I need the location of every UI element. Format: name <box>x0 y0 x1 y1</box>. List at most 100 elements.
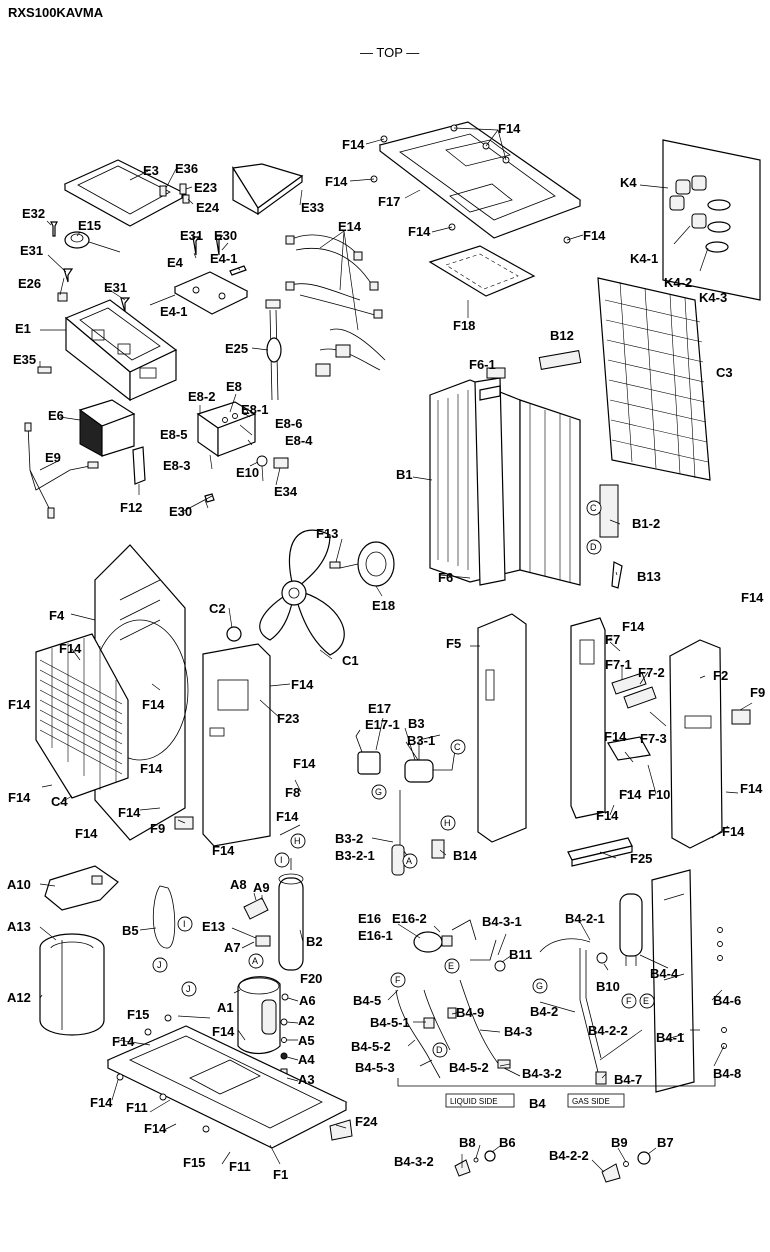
mark-a <box>248 953 264 969</box>
callout-b4-5-2: B4-5-2 <box>449 1060 489 1075</box>
callout-e34: E34 <box>274 484 298 499</box>
mark-e2 <box>639 993 655 1009</box>
callout-e4-1: E4-1 <box>210 251 237 266</box>
callout-e32: E32 <box>22 206 45 221</box>
connector-marks: C D G C H H I I J A J A F E G F E D <box>152 500 655 1058</box>
callout-e3: E3 <box>143 163 159 178</box>
a8-terminal-cover <box>243 897 269 920</box>
callout-e31: E31 <box>104 280 127 295</box>
callout-f18: F18 <box>453 318 475 333</box>
mark-d <box>586 539 602 555</box>
b2-accumulator <box>278 858 304 971</box>
mark-c-label: C <box>590 503 597 513</box>
callout-f14: F14 <box>90 1095 113 1110</box>
f9-handle-right <box>731 709 751 725</box>
c1-fan-propeller <box>259 529 345 656</box>
mark-i-label: I <box>280 855 283 865</box>
a2-grommet <box>280 1018 288 1026</box>
callout-b4-5-1: B4-5-1 <box>370 1015 410 1030</box>
mark-f-label: F <box>395 975 401 985</box>
e32-screw <box>50 221 58 237</box>
liquid-side-box <box>445 1093 515 1108</box>
e26-clip <box>57 292 68 302</box>
callout-f14: F14 <box>291 677 314 692</box>
callout-e8-5: E8-5 <box>160 427 187 442</box>
callout-labels: F14 F14 E3 E36 E23 E24 E33 F14 F17 K4 E3… <box>7 121 765 1182</box>
callout-f2: F2 <box>713 668 728 683</box>
callout-f15: F15 <box>183 1155 205 1170</box>
callout-e8-1: E8-1 <box>241 402 268 417</box>
f8-side-panel <box>202 643 271 847</box>
f5-panel <box>477 613 527 843</box>
mark-i <box>274 852 290 868</box>
callout-e1: E1 <box>15 321 31 336</box>
callout-f5: F5 <box>446 636 461 651</box>
callout-e18: E18 <box>372 598 395 613</box>
callout-f14: F14 <box>622 619 645 634</box>
callout-b4-7: B4-7 <box>614 1072 642 1087</box>
callout-b4-8: B4-8 <box>713 1066 741 1081</box>
mark-a2 <box>402 853 418 869</box>
e34-label <box>273 457 289 469</box>
callout-b3-2-1: B3-2-1 <box>335 848 375 863</box>
b5-heater <box>152 885 176 949</box>
callout-b12: B12 <box>550 328 574 343</box>
gas-valve-fittings <box>601 1151 651 1183</box>
callout-k4: K4 <box>620 175 637 190</box>
callout-b4-3: B4-3 <box>504 1024 532 1039</box>
callout-b4-9: B4-9 <box>456 1005 484 1020</box>
c4-grille <box>35 633 129 799</box>
callout-e23: E23 <box>194 180 217 195</box>
callout-b4-3-2: B4-3-2 <box>522 1066 562 1081</box>
a4-nut <box>280 1052 288 1060</box>
callout-f14: F14 <box>342 137 365 152</box>
e1-control-box <box>64 299 178 402</box>
callout-e17: E17 <box>368 701 391 716</box>
mark-j2 <box>181 981 197 997</box>
callout-f6: F6 <box>438 570 453 585</box>
callout-f15: F15 <box>127 1007 149 1022</box>
mark-f <box>390 972 406 988</box>
callout-a12: A12 <box>7 990 31 1005</box>
callout-f14: F14 <box>59 641 82 656</box>
callout-b4-5-2: B4-5-2 <box>351 1039 391 1054</box>
callout-b6: B6 <box>499 1135 516 1150</box>
b1-2-insulation <box>599 484 619 538</box>
callout-e6: E6 <box>48 408 64 423</box>
callout-f6-1: F6-1 <box>469 357 496 372</box>
f7-2-plate <box>623 686 657 709</box>
liquid-valve-fittings <box>454 1150 496 1177</box>
callout-b4-2-2: B4-2-2 <box>549 1148 589 1163</box>
e8-terminal-block <box>196 401 257 458</box>
callout-f1: F1 <box>273 1167 288 1182</box>
callout-k4-1: K4-1 <box>630 251 658 266</box>
e14-harnesses <box>285 234 386 377</box>
callout-f14: F14 <box>619 787 642 802</box>
f25-rail <box>567 837 633 867</box>
callout-f7-3: F7-3 <box>640 731 667 746</box>
callout-a8: A8 <box>230 877 247 892</box>
callout-e16: E16 <box>358 911 381 926</box>
callout-e9: E9 <box>45 450 61 465</box>
callout-e16-2: E16-2 <box>392 911 427 926</box>
mark-c2-label: C <box>454 742 461 752</box>
b4-4-receiver <box>619 893 643 966</box>
callout-e25: E25 <box>225 341 248 356</box>
mark-a-label: A <box>252 956 258 966</box>
callout-a3: A3 <box>298 1072 315 1087</box>
callout-f14: F14 <box>604 729 627 744</box>
callout-e30: E30 <box>169 504 192 519</box>
mark-e <box>444 958 460 974</box>
callout-b4-2: B4-2 <box>530 1004 558 1019</box>
mark-d2 <box>432 1042 448 1058</box>
callout-b9: B9 <box>611 1135 628 1150</box>
callout-f13: F13 <box>316 526 338 541</box>
f6-partition <box>474 377 506 586</box>
b1-condenser-coil <box>429 379 581 586</box>
callout-f14: F14 <box>741 590 764 605</box>
e18-fan-motor <box>329 541 395 587</box>
callout-b14: B14 <box>453 848 478 863</box>
k4-gland-card <box>662 139 761 301</box>
callout-e31: E31 <box>180 228 203 243</box>
